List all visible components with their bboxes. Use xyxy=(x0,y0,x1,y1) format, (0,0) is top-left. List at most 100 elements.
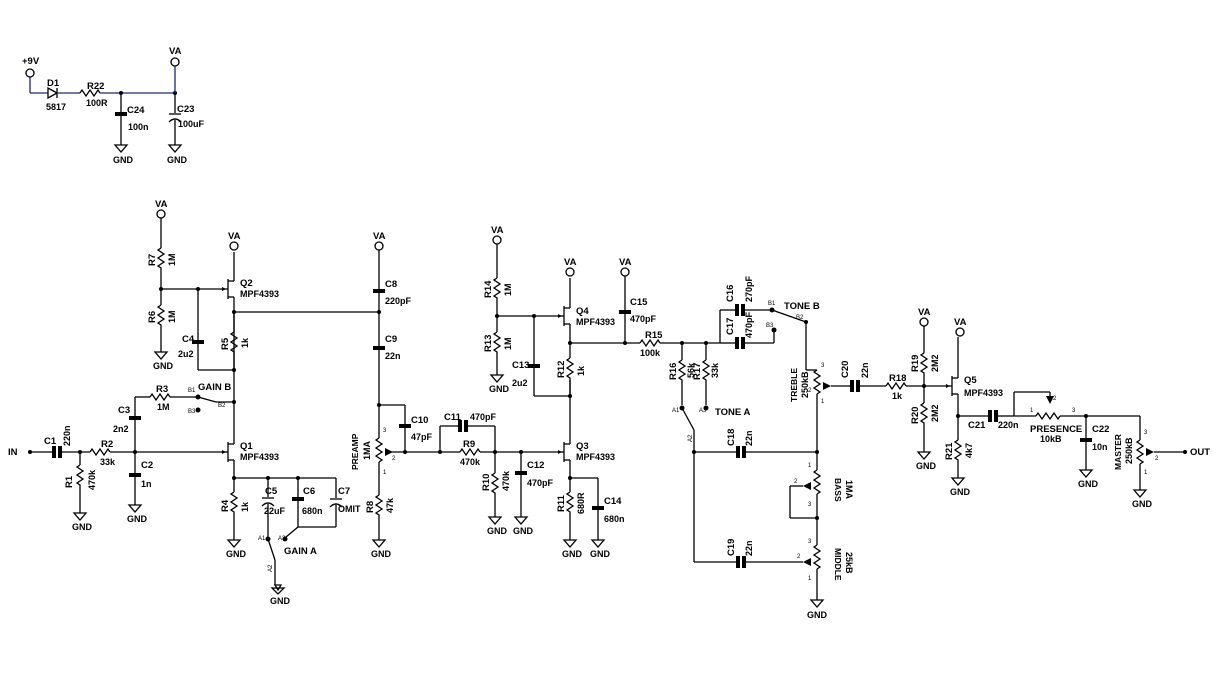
ground-symbol xyxy=(487,516,503,525)
treble-pot[interactable]: 3 1 2 TREBLE 250kB xyxy=(789,363,831,405)
c19-ref: C19 xyxy=(726,539,737,556)
gnd-label: GND xyxy=(153,361,174,371)
r5-val: 1k xyxy=(240,337,250,348)
presence-pot[interactable]: 1 3 2 PRESENCE 10kB xyxy=(1014,392,1082,444)
c9-ref: C9 xyxy=(385,334,397,345)
middle-pot[interactable]: 3 1 2 MIDDLE 25kB xyxy=(797,539,854,582)
ground-symbol xyxy=(513,516,529,525)
c6-ref: C6 xyxy=(303,486,315,497)
resistor-r12 xyxy=(565,357,575,380)
bass-ref: BASS xyxy=(833,478,843,502)
pot-pin-3: 3 xyxy=(1072,408,1076,414)
ground-symbol xyxy=(371,539,387,548)
resistor-r6 xyxy=(156,304,166,327)
transistor-q4: Q4 MPF4393 xyxy=(558,278,615,343)
c8-val: 220pF xyxy=(385,296,412,306)
resistor-r20 xyxy=(919,402,929,425)
c14-ref: C14 xyxy=(604,496,622,507)
gnd-label: GND xyxy=(590,549,611,559)
input-stage: IN C1 220n R1 470k GND R2 33k C2 1n GND … xyxy=(8,384,224,532)
r13-ref: R13 xyxy=(483,335,494,352)
bass-pot[interactable]: 1 3 2 BASS 1MA xyxy=(790,463,854,508)
pot-pin-2: 2 xyxy=(1155,456,1159,462)
pin-b1: B1 xyxy=(188,388,196,394)
d1-ref: D1 xyxy=(47,78,60,89)
r12-ref: R12 xyxy=(556,361,567,378)
r3-val: 1M xyxy=(157,402,170,412)
master-val: 250kB xyxy=(1124,437,1134,464)
va-terminal xyxy=(620,267,630,277)
presence-val: 10kB xyxy=(1040,434,1062,444)
resistor-r17 xyxy=(701,359,711,382)
c12-ref: C12 xyxy=(527,460,544,471)
r10-val: 470k xyxy=(501,470,511,491)
pot-pin-2: 2 xyxy=(808,388,812,394)
va-label: VA xyxy=(918,307,931,318)
ground-symbol xyxy=(489,374,505,383)
r10-ref: R10 xyxy=(481,474,492,491)
c22-val: 10n xyxy=(1092,442,1108,452)
transistor-q1: Q1 MPF4393 xyxy=(222,402,279,478)
r1-val: 470k xyxy=(87,469,97,490)
preamp-pot[interactable]: 3 1 2 PREAMP 1MA xyxy=(350,428,440,476)
resistor-r13 xyxy=(492,331,502,354)
va-terminal xyxy=(229,241,239,251)
c4-val: 2u2 xyxy=(178,349,194,359)
ground-symbol xyxy=(127,504,143,513)
va-label: VA xyxy=(169,46,182,57)
gnd-label: GND xyxy=(1132,499,1153,509)
ground-symbol xyxy=(590,539,606,548)
r4-ref: R4 xyxy=(220,499,231,512)
resistor-r2 xyxy=(89,447,111,457)
c18-val: 22n xyxy=(744,430,754,446)
supply-label: +9V xyxy=(22,56,40,67)
resistor-r4 xyxy=(229,491,239,514)
r6-val: 1M xyxy=(167,310,177,323)
r2-val: 33k xyxy=(100,457,116,467)
gnd-label: GND xyxy=(916,461,937,471)
resistor-r10 xyxy=(490,472,500,495)
r17-ref: R17 xyxy=(692,363,703,380)
master-ref: MASTER xyxy=(1113,434,1123,470)
q3-ref: Q3 xyxy=(576,441,589,452)
resistor-r11 xyxy=(565,491,575,514)
c1-ref: C1 xyxy=(44,436,57,447)
q1-ref: Q1 xyxy=(240,441,253,452)
ground-symbol xyxy=(916,451,932,460)
gain-b-label: GAIN B xyxy=(198,382,231,393)
pin-b3: B3 xyxy=(188,409,196,415)
c16-ref: C16 xyxy=(725,285,736,302)
pin-b2: B2 xyxy=(796,315,804,321)
c3-ref: C3 xyxy=(118,405,130,416)
supply-terminal xyxy=(25,68,35,78)
pot-pin-1: 1 xyxy=(808,463,812,469)
gnd-label: GND xyxy=(1078,479,1099,489)
pin-a3: A3 xyxy=(699,408,707,414)
transistor-q2: Q2 MPF4393 xyxy=(222,252,279,312)
c21-ref: C21 xyxy=(968,420,986,431)
pot-pin-1: 1 xyxy=(383,470,387,476)
tone-a-switch[interactable]: A1 A3 A2 TONE A xyxy=(672,405,751,453)
c11-val: 470pF xyxy=(470,412,497,422)
gnd-label: GND xyxy=(72,522,93,532)
gain-a-label: GAIN A xyxy=(284,546,317,557)
pot-pin-3: 3 xyxy=(808,539,812,545)
pot-pin-3: 3 xyxy=(383,428,387,434)
pot-pin-1: 1 xyxy=(808,576,812,582)
master-pot[interactable]: 3 1 2 MASTER 250kB xyxy=(1113,430,1185,476)
c19-val: 22n xyxy=(744,540,754,556)
c2-val: 1n xyxy=(141,479,152,489)
ground-symbol xyxy=(113,144,129,153)
gnd-label: GND xyxy=(226,549,247,559)
q1-part: MPF4393 xyxy=(240,452,279,462)
tone-b-switch[interactable]: B1 B3 B2 TONE B xyxy=(766,301,820,333)
pin-b1: B1 xyxy=(768,301,776,307)
pin-b3: B3 xyxy=(766,323,774,329)
c22-ref: C22 xyxy=(1092,424,1109,435)
r9-val: 470k xyxy=(460,457,481,467)
r1-ref: R1 xyxy=(64,475,75,488)
gain-b-switch[interactable]: B1 B3 B2 GAIN B xyxy=(188,382,234,415)
resistor-r22 xyxy=(79,88,101,98)
gain-a-switch[interactable]: A1 A3 A2 GAIN A xyxy=(258,536,317,585)
ground-symbol xyxy=(167,144,183,153)
